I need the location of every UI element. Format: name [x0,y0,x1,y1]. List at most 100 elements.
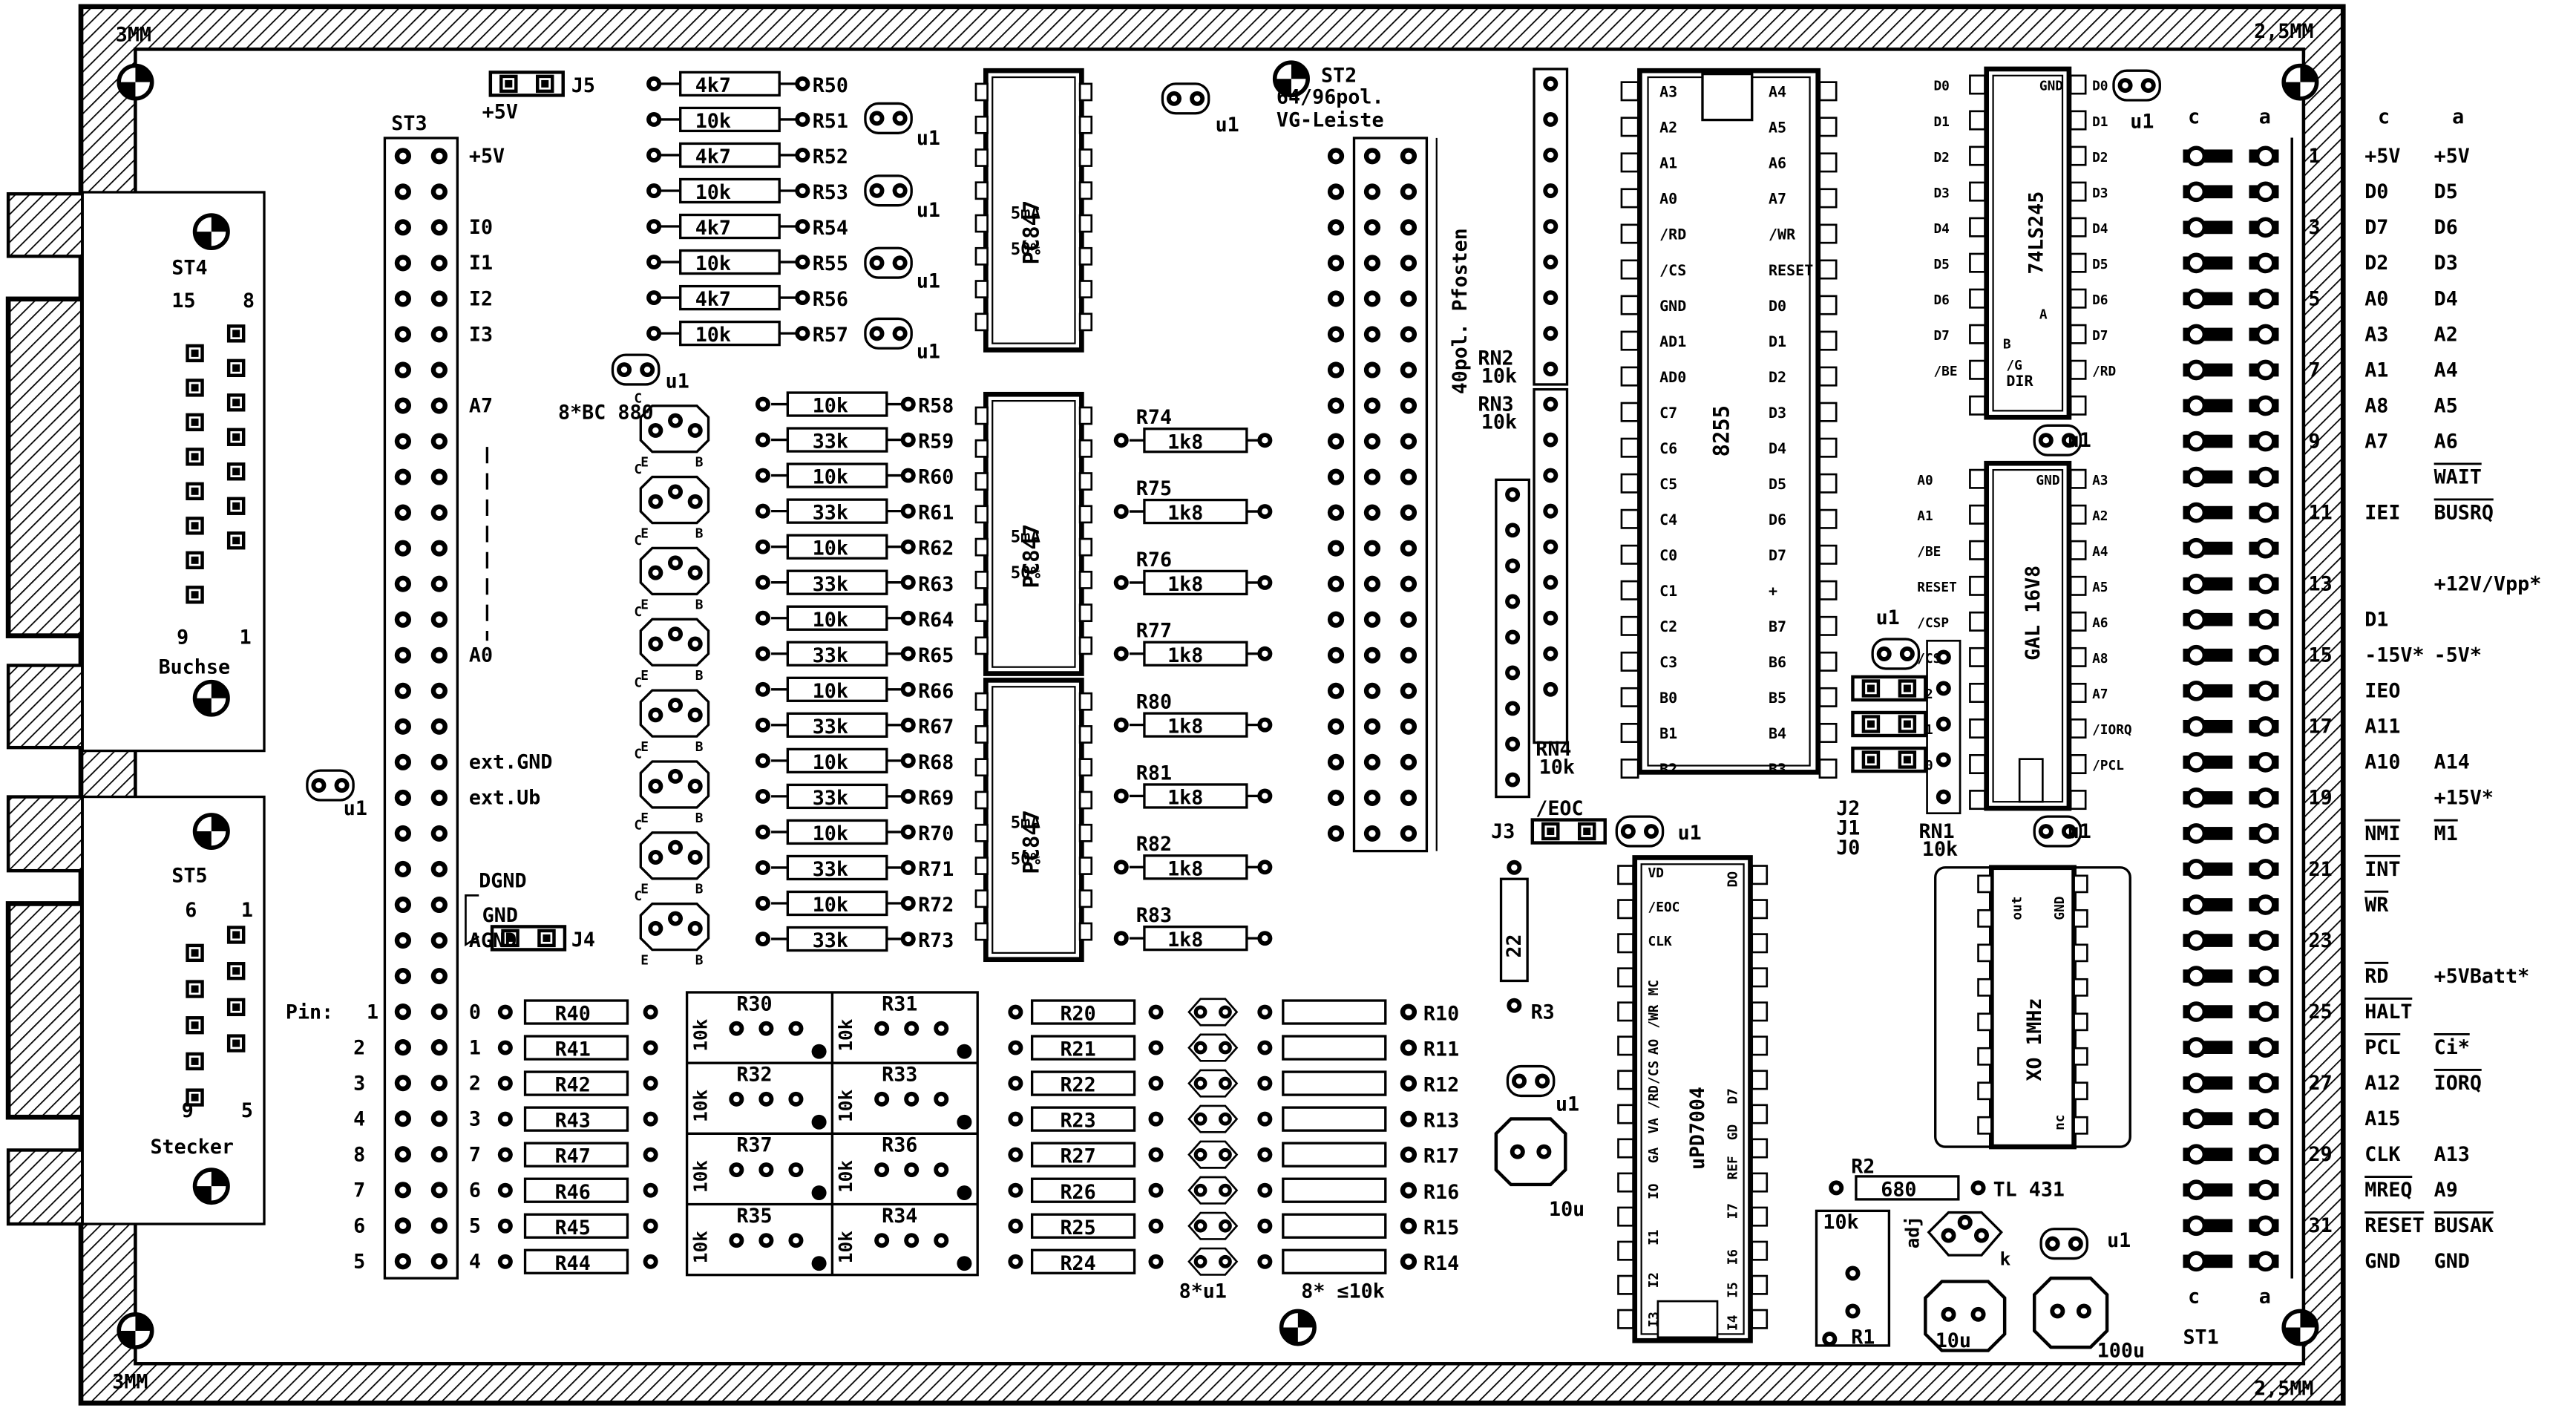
pad-hole [399,1257,407,1265]
pad-hole [650,116,658,123]
pad-hole [908,1096,915,1103]
opto-pin [974,472,989,491]
resistor-value: 1k8 [1167,787,1203,810]
st1-footer-c: c [2188,1285,2200,1308]
resistor-body [1030,1213,1136,1239]
ic-pin [1620,651,1639,672]
pad-hole [2080,1308,2088,1314]
st1-pin-c [2186,788,2207,808]
ic-body [1984,460,2072,811]
pad-hole [399,865,407,873]
pad-hole [650,80,658,88]
pad-hole [647,1116,654,1122]
upd-pin-label: I5 [1726,1282,1741,1297]
pad-hole [1118,508,1124,515]
st1-signal-a: +5V [2434,145,2470,168]
pad-hole [763,1025,770,1032]
opto-pin [1078,790,1093,810]
opto-pin [1078,406,1093,425]
pad-hole [1369,545,1376,552]
resistor-body [679,213,781,240]
osc-pin [2073,978,2088,997]
opto-pin [974,246,989,266]
k-label: k [1999,1248,2010,1269]
opto-pin [1078,505,1093,524]
pad-hole [2122,82,2128,89]
svg-text:ST4: ST4 [171,257,207,280]
u1-label: u1 [917,127,940,150]
pin-number: 5 [353,1251,365,1274]
adc-resistor-ref: R42 [555,1074,591,1097]
pad-hole [399,437,407,445]
pad-hole [1511,864,1518,871]
osc-pin [1977,1047,1993,1066]
u1-label: u1 [917,341,940,364]
resistor-ref: R57 [813,324,848,347]
ic-pin [1969,395,1986,416]
resistor-value: 33k [813,929,848,952]
resistor-ref: R26 [1060,1181,1095,1204]
st1-signal-a: Ci* [2434,1036,2470,1059]
pad-hole [2065,437,2073,444]
ic-pin [1818,687,1838,707]
ic-pin [1751,1274,1769,1295]
ic-pin [1751,865,1769,885]
ic8255-right-pin: B4 [1769,724,1786,742]
ic-pin [1818,722,1838,743]
st1-pin-a [2255,1001,2276,1022]
pad-hole [436,152,443,160]
st3-pin-label: ext.GND [469,751,553,774]
st3-pin-label: I1 [469,252,493,275]
gal-right-label: A8 [2092,652,2108,667]
pad-hole [793,1025,799,1032]
ic8255-left-pin: A0 [1659,190,1677,208]
pad-hole [436,437,443,445]
pad-hole [905,935,911,943]
st1-row-number: 31 [2309,1214,2333,1237]
ic8255-left-pin: A3 [1659,83,1677,101]
pad-hole [399,1008,407,1015]
pad-hole [799,151,806,159]
pad-hole [1262,1222,1268,1229]
pad-hole [1222,1080,1228,1087]
opto-pin [1078,725,1093,744]
mount-quadrant [211,814,229,832]
resistor-body [1282,1035,1387,1061]
upd-pin-label: VA [1647,1118,1662,1134]
resistor-ref: R14 [1423,1252,1459,1275]
ic-pin [2069,718,2087,739]
ic-pin [2069,646,2087,667]
pin-number: 4 [353,1108,365,1131]
ic-pin [1818,152,1838,173]
pad-hole [1369,437,1376,445]
pad-hole [1012,1222,1019,1229]
pad-hole [399,794,407,802]
ic-pin [1620,722,1639,743]
ic-pin [1751,1240,1769,1261]
ic-pin [1617,1206,1634,1227]
pad-hole [650,151,658,159]
ic-notch [1701,72,1754,122]
pad-hole [1332,759,1340,766]
opto-pin [1078,857,1093,875]
resistor-value: 1k8 [1167,716,1203,739]
pad-hole [905,436,911,443]
transistor-pin-c: C [634,818,642,833]
pin-number: 6 [353,1215,365,1238]
pad-hole [1222,1223,1228,1229]
st1-pin-c [2186,145,2207,167]
r3-value: 22 [1503,934,1526,958]
pad-hole [436,1186,443,1193]
transistor-pin-b: B [695,883,704,897]
transistor-body [639,760,710,809]
resistor-ref: R23 [1060,1110,1095,1133]
pad-hole [1405,759,1412,766]
resistor-ref: R11 [1423,1038,1459,1061]
pad-hole [1405,223,1412,232]
pad-hole [1332,687,1340,695]
ic245-right-label: D4 [2092,222,2108,237]
ic-pin [1620,152,1639,173]
ic8255-left-pin: A1 [1659,154,1677,172]
pad-hole [1369,508,1376,517]
st1-signal-c: CLK [2364,1143,2400,1166]
